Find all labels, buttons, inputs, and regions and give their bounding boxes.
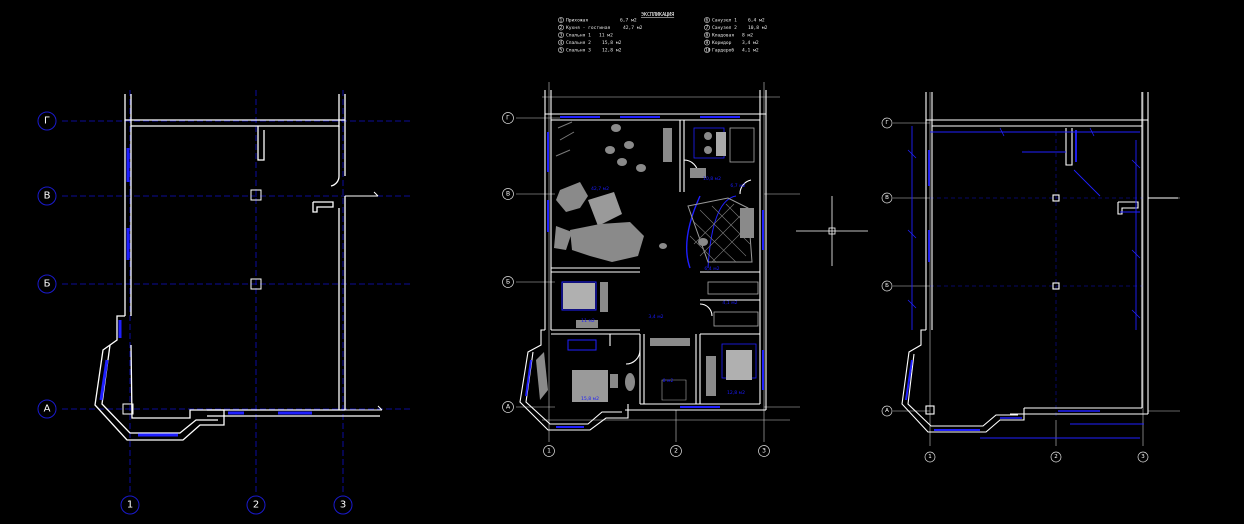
room-label: 10,8 м2 [703, 176, 721, 182]
plan-middle[interactable]: Г В Б А 1 2 3 [502, 82, 801, 457]
row-text: Спальня 1 [566, 33, 591, 39]
explication-row: 9 Коридор 3,4 м2 [704, 39, 759, 46]
row-text: Санузел 2 [712, 25, 737, 31]
explication-row: 4 Спальня 2 15,8 м2 [558, 39, 622, 46]
plan-left[interactable]: Г В Б А 1 2 3 [37, 90, 412, 515]
explication-col1: 1 Прихожая 6,7 м2 2 Кухня - гостиная 42,… [558, 17, 643, 54]
room-label: 3,4 м2 [648, 314, 663, 320]
row-area: 6,7 м2 [620, 18, 637, 24]
axis-bubbles [881, 117, 1149, 463]
axis-label-row: В [44, 191, 51, 202]
explication-row: 8 Кладовая 8 м2 [704, 32, 753, 39]
axis-bubbles [37, 111, 353, 515]
row-num: 6 [706, 18, 709, 24]
axis-label-col: 3 [1141, 454, 1145, 460]
room-label: 42,7 м2 [591, 186, 609, 192]
explication-row: 10 Гардероб 4,1 м2 [704, 47, 759, 54]
axis-label-row: Г [44, 116, 50, 127]
row-num: 4 [560, 40, 563, 46]
row-num: 7 [706, 25, 709, 31]
row-text: Кухня - гостиная [566, 25, 610, 31]
row-num: 10 [705, 48, 711, 54]
row-num: 8 [706, 33, 709, 39]
row-num: 1 [560, 18, 563, 24]
explication-row: 2 Кухня - гостиная 42,7 м2 [558, 24, 643, 31]
windows [99, 148, 312, 437]
explication-title: ЭКСПЛИКАЦИЯ [641, 12, 674, 18]
axis-label-row: Б [885, 283, 889, 289]
row-area: 11 м2 [599, 33, 613, 39]
room-label: 15,8 м2 [581, 396, 599, 402]
axis-label-row: А [44, 404, 51, 415]
axis-label-row: Г [506, 115, 510, 122]
row-area: 3,4 м2 [742, 40, 759, 46]
explication-row: 6 Санузел 1 6,4 м2 [704, 17, 765, 24]
axis-label-row: А [506, 404, 511, 411]
row-area: 4,1 м2 [742, 48, 759, 54]
row-num: 5 [560, 48, 563, 54]
explication-row: 3 Спальня 1 11 м2 [558, 32, 613, 39]
room-label: 6,4 м2 [704, 266, 719, 272]
explication-row: 1 Прихожая 6,7 м2 [558, 17, 637, 24]
axis-label-col: 3 [340, 500, 346, 511]
axis-label-row: В [885, 195, 889, 201]
axis-label-row: В [506, 191, 510, 198]
axis-label-col: 2 [1054, 454, 1058, 460]
axis-label-row: Б [506, 279, 510, 286]
row-text: Кладовая [712, 33, 734, 39]
row-area: 15,8 м2 [602, 40, 622, 46]
grid-axes-dashed [930, 132, 1143, 418]
row-num: 9 [706, 40, 709, 46]
row-text: Спальня 2 [566, 40, 591, 46]
columns [122, 189, 262, 415]
walls [901, 92, 1178, 433]
row-area: 10,8 м2 [748, 25, 768, 31]
explication-row: 5 Спальня 3 12,8 м2 [558, 47, 622, 54]
explication-col2: 6 Санузел 1 6,4 м2 7 Санузел 2 10,8 м2 8… [704, 17, 768, 54]
room-label: 4,1 м2 [722, 300, 737, 306]
axis-label-col: 2 [253, 500, 259, 511]
room-label: 12,8 м2 [727, 390, 745, 396]
row-area: 12,8 м2 [602, 48, 622, 54]
axis-label-col: 1 [928, 454, 932, 460]
row-text: Прихожая [566, 18, 588, 24]
room-label: 11 м2 [581, 318, 595, 324]
explication-table: ЭКСПЛИКАЦИЯ 1 Прихожая 6,7 м2 2 Кухня - … [558, 12, 768, 54]
row-text: Санузел 1 [712, 18, 737, 24]
axis-label-col: 1 [127, 500, 133, 511]
dimension-ticks [907, 127, 1141, 319]
row-area: 42,7 м2 [623, 25, 643, 31]
axis-label-col: 2 [674, 448, 678, 455]
row-text: Гардероб [712, 47, 734, 54]
room-label: 8 м2 [663, 378, 674, 384]
grid-axes [893, 92, 1180, 446]
row-area: 6,4 м2 [748, 18, 765, 24]
row-text: Коридор [712, 40, 732, 46]
axis-label-col: 3 [762, 448, 766, 455]
walls [519, 90, 767, 431]
row-text: Спальня 3 [566, 48, 591, 54]
room-label: 6,7 м2 [730, 183, 745, 189]
blue-elements [525, 116, 764, 428]
axis-label-row: Г [885, 120, 889, 126]
axis-bubbles [502, 112, 770, 457]
axis-label-row: Б [44, 279, 51, 290]
grid-axes [516, 82, 800, 442]
crosshair-cursor-icon [796, 196, 868, 266]
explication-row: 7 Санузел 2 10,8 м2 [704, 24, 768, 31]
axis-label-row: А [885, 408, 889, 414]
axis-label-col: 1 [547, 448, 551, 455]
room-labels: 42,7 м2 6,7 м2 11 м2 3,4 м2 15,8 м2 12,8… [581, 176, 746, 402]
grid-axes [62, 90, 412, 494]
dimension-lines [905, 126, 1144, 439]
plan-right[interactable]: Г В Б А 1 2 3 [881, 92, 1180, 463]
row-num: 2 [560, 25, 563, 31]
furniture [536, 121, 759, 402]
walls [94, 94, 380, 441]
row-area: 8 м2 [742, 33, 753, 39]
row-num: 3 [560, 33, 563, 39]
